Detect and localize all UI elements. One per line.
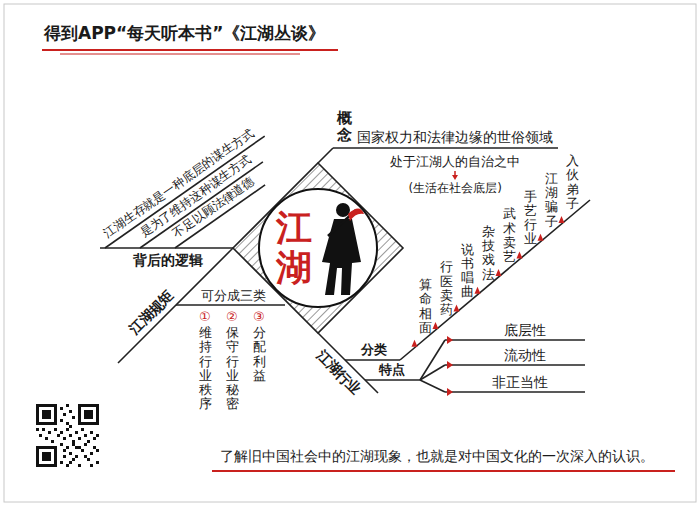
circle-outline [259,189,377,307]
branch-title: 概念 [337,110,352,143]
category-column: 入伙弟子 [566,154,579,211]
feature-text: 底层性 [504,322,546,338]
category-column: 江湖骗子 [545,172,558,229]
branch-line [345,359,400,361]
callout-number: ③ [253,310,265,325]
down-arrow [454,171,456,176]
figure-body [322,219,361,295]
qr-ground [34,402,101,469]
figure-head [336,203,350,217]
red-triangle [517,251,523,258]
caption-underline [212,470,675,472]
qr-code [34,402,101,469]
rule-column: 分配利益 [253,326,266,383]
branch-lines [100,136,590,393]
branch-line [318,148,333,163]
concept-note: (生活在社会底层) [409,182,502,196]
callout-number: ① [199,310,211,325]
red-triangle [433,322,439,329]
diagram-caption: 了解旧中国社会中的江湖现象，也就是对中国文化的一次深入的认识。 [220,448,654,464]
red-triangle [538,234,544,241]
red-triangle [412,340,418,347]
hatch-fill [233,163,403,333]
center-circle: 江湖 [258,188,378,308]
red-triangle [559,216,565,223]
branch-line [400,200,590,360]
category-column: 杂技戏法 [482,225,495,282]
node-text: 江湖 [276,208,312,287]
sub-heading: 分类 [361,343,387,358]
title-underline [60,54,300,55]
sub-heading: 特点 [379,363,405,378]
feature-text: 非正当性 [492,374,548,390]
red-triangle [447,361,453,369]
branch-title: 背后的逻辑 [133,252,203,268]
title-underline [42,49,338,51]
callout-number: ② [226,310,238,325]
branch-line [365,379,420,381]
category-column: 行医卖药 [440,260,453,317]
branch-line [420,380,445,392]
page-border [4,4,696,502]
diamond-frame [233,163,403,333]
feature-text: 流动性 [504,347,546,363]
red-triangle [475,287,481,294]
red-triangle [447,388,453,396]
red-triangle [447,336,453,344]
category-column: 手艺行业 [524,190,537,247]
branch-line [176,304,285,306]
branch-line [445,391,585,393]
concept-text: 处于江湖人的自治之中 [390,155,520,170]
red-markers [412,175,565,396]
figure-scarf [348,209,364,222]
swordsman-figure [322,203,364,295]
branch-line [420,340,445,380]
category-column: 算命相面 [419,278,432,335]
red-triangle [496,269,502,276]
category-column: 武术卖艺 [503,207,516,264]
qr-finders [36,404,99,467]
rule-column: 维持行业秩序 [199,326,212,412]
branch-line [445,339,585,341]
rule-heading: 可分成三类 [201,289,266,304]
red-triangle [454,304,460,311]
branch-line [420,365,445,380]
category-column: 说书唱曲 [461,243,474,300]
branch-line [333,147,558,149]
branch-line [100,247,233,249]
branch-line [105,136,265,248]
rule-column: 保守行业秘密 [226,326,239,412]
qr-modules [36,404,99,467]
concept-text: 国家权力和法律边缘的世俗领域 [357,129,553,145]
diagram-title: 得到APP“每天听本书”《江湖丛谈》 [44,24,325,44]
branch-line [445,364,585,366]
